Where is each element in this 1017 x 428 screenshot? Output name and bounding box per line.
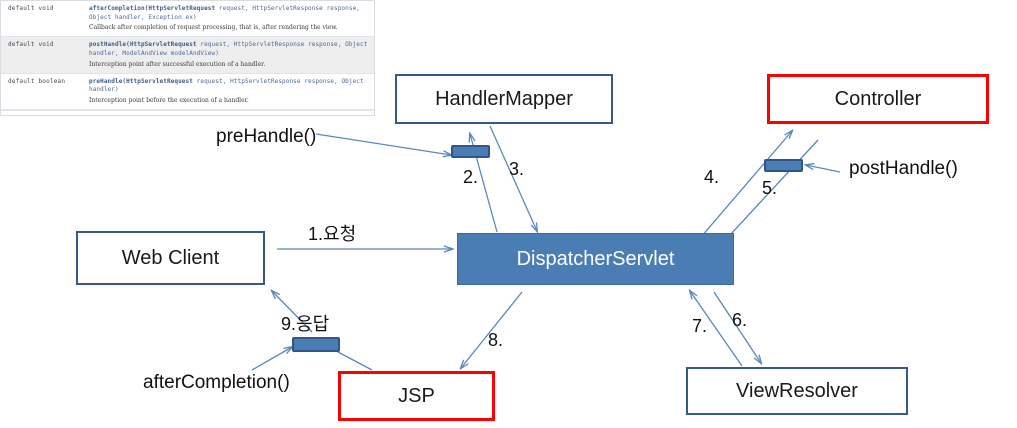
label-step-8: 8.	[488, 330, 504, 350]
arrow-posthandle-callout	[806, 165, 841, 173]
node-label: JSP	[398, 385, 435, 407]
method-signature-cell: afterCompletion(HttpServletRequest reque…	[89, 1, 374, 36]
method-modifier: default void	[8, 41, 54, 49]
interceptor-bar-aftercompletion[interactable]	[292, 337, 340, 352]
method-description: Callback after completion of request pro…	[89, 24, 338, 32]
node-view-resolver[interactable]: ViewResolver	[686, 367, 908, 415]
node-label: ViewResolver	[736, 380, 858, 402]
label-aftercompletion: afterCompletion()	[143, 372, 290, 393]
table-footer-spacer	[1, 110, 374, 115]
arrow-aftercompletion-callout	[251, 347, 292, 371]
method-signature: postHandle(HttpServletRequest request, H…	[89, 41, 368, 58]
arrow-jsp-to-interceptor	[337, 351, 373, 371]
label-step-2: 2.	[463, 167, 479, 187]
node-label: HandlerMapper	[435, 88, 573, 110]
node-label: DispatcherServlet	[516, 248, 675, 270]
node-label: Controller	[834, 88, 922, 110]
method-description: Interception point after successful exec…	[89, 60, 266, 68]
arrow-prehandle-callout	[315, 133, 451, 155]
method-modifier: default void	[8, 5, 54, 12]
node-dispatcher-servlet[interactable]: DispatcherServlet	[457, 233, 734, 285]
method-name: afterCompletion(HttpServletRequest	[89, 5, 216, 12]
label-step-9: 9.응답	[281, 314, 330, 334]
method-name: postHandle(HttpServletRequest	[89, 41, 197, 49]
method-name: preHandle(HttpServletRequest	[89, 77, 193, 85]
method-signature-cell: preHandle(HttpServletRequest request, Ht…	[89, 74, 374, 109]
label-step-5: 5.	[762, 178, 778, 198]
node-jsp[interactable]: JSP	[338, 371, 495, 421]
label-step-1: 1.요청	[308, 224, 357, 244]
method-signature: preHandle(HttpServletRequest request, Ht…	[89, 78, 368, 95]
method-signature: afterCompletion(HttpServletRequest reque…	[89, 5, 368, 22]
node-label: Web Client	[121, 247, 220, 269]
method-params: request, HttpServletResponse response, O…	[89, 41, 368, 58]
label-step-7: 7.	[692, 316, 708, 336]
method-params: request, HttpServletResponse response, O…	[89, 5, 360, 21]
javadoc-method-table: default void afterCompletion(HttpServlet…	[0, 0, 375, 116]
label-posthandle: postHandle()	[849, 158, 958, 179]
label-step-3: 3.	[509, 159, 525, 179]
table-row: default void afterCompletion(HttpServlet…	[1, 1, 374, 38]
label-prehandle: preHandle()	[216, 126, 317, 147]
interceptor-bar-prehandle[interactable]	[451, 145, 490, 158]
method-params: request, HttpServletResponse response, O…	[89, 77, 364, 94]
node-web-client[interactable]: Web Client	[76, 231, 265, 285]
table-row: default boolean preHandle(HttpServletReq…	[1, 74, 374, 111]
label-step-6: 6.	[732, 310, 748, 330]
label-step-4: 4.	[704, 167, 720, 187]
table-row: default void postHandle(HttpServletReque…	[1, 37, 374, 74]
method-description: Interception point before the execution …	[89, 97, 249, 105]
method-signature-cell: postHandle(HttpServletRequest request, H…	[89, 37, 374, 72]
node-controller[interactable]: Controller	[767, 74, 989, 124]
node-handler-mapper[interactable]: HandlerMapper	[395, 74, 613, 124]
interceptor-bar-posthandle[interactable]	[764, 159, 803, 172]
method-modifier: default boolean	[8, 77, 66, 85]
